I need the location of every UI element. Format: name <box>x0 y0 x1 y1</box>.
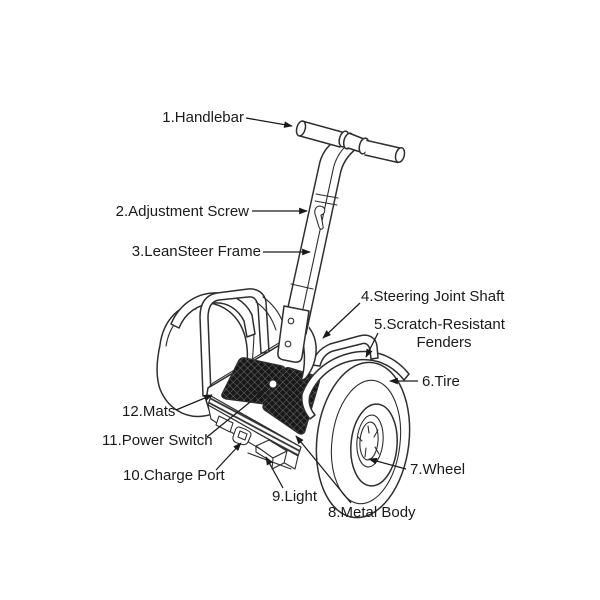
label-metal-body: 8.Metal Body <box>328 504 416 521</box>
left-grip-lines <box>299 120 343 148</box>
right-wheel <box>315 361 411 519</box>
leader-wheel <box>368 457 407 470</box>
label-wheel: 7.Wheel <box>410 461 465 478</box>
left-handle-arch <box>199 288 270 397</box>
leader-mats <box>175 394 213 411</box>
base-plate-screw-top <box>287 317 295 325</box>
label-light: 9.Light <box>272 488 318 505</box>
label-tire: 6.Tire <box>422 373 460 390</box>
adjustment-screw-lever <box>314 205 326 230</box>
wheel-hub-inner <box>359 421 379 461</box>
label-fenders-line2: Fenders <box>416 334 471 351</box>
stem-fill <box>282 139 357 336</box>
leader-light <box>265 456 284 489</box>
leader-power-switch <box>206 389 266 438</box>
labels: 1.Handlebar 2.Adjustment Screw 3.LeanSte… <box>102 109 506 521</box>
label-fenders-line1: 5.Scratch-Resistant <box>374 316 506 333</box>
power-switch-button <box>268 379 278 389</box>
handlebar <box>295 120 406 164</box>
label-handlebar: 1.Handlebar <box>162 109 244 126</box>
stem-seam <box>290 283 314 290</box>
label-adjustment-screw: 2.Adjustment Screw <box>116 203 250 220</box>
leader-metal-body <box>295 435 352 504</box>
right-grip-lines <box>364 139 401 164</box>
right-fender <box>301 350 410 420</box>
left-fender-band <box>170 292 256 338</box>
label-power-switch: 11.Power Switch <box>102 432 213 449</box>
leader-handlebar <box>245 117 293 128</box>
front-vent <box>215 415 234 433</box>
leader-steering-joint-shaft <box>322 302 361 339</box>
charge-port-inner <box>237 430 248 441</box>
wheel-spokes <box>357 425 380 458</box>
scooter-drawing <box>156 120 411 519</box>
leader-fenders <box>365 332 379 358</box>
left-grip-cap <box>295 120 307 137</box>
leader-lines <box>175 117 418 504</box>
leansteer-frame-stem <box>277 139 358 363</box>
base-plate-screw-bottom <box>284 340 292 348</box>
label-leansteer-frame: 3.LeanSteer Frame <box>132 243 261 260</box>
label-mats: 12.Mats <box>122 403 175 420</box>
stem-base-plate <box>277 305 310 363</box>
label-charge-port: 10.Charge Port <box>123 467 226 484</box>
leader-charge-port <box>215 442 242 471</box>
label-steering-joint-shaft: 4.Steering Joint Shaft <box>361 288 505 305</box>
right-grip-cap <box>394 146 406 164</box>
right-handle-arch <box>311 334 379 367</box>
adjustment-collar <box>314 193 339 206</box>
left-grip-fill <box>300 121 342 147</box>
